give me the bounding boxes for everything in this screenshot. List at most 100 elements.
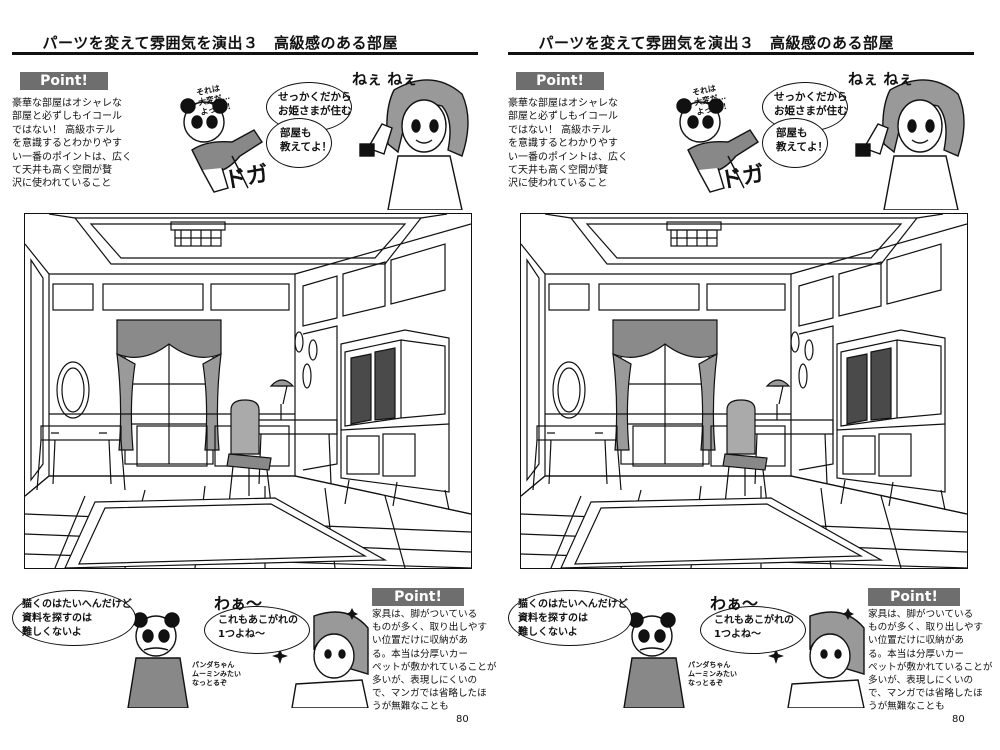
speech-line: 資料を探すのは — [518, 613, 588, 624]
panda-aside-bottom: パンダちゃん ムーミンみたい なっとるぞ — [688, 660, 737, 687]
speech-line: 資料を探すのは — [22, 613, 92, 624]
speech-line: これもあこがれの — [714, 615, 794, 626]
point-line: うが無難なことも — [372, 701, 449, 713]
point-line: ペットが敷かれていることが — [372, 661, 497, 673]
point-line: で、マンガでは省略したほ — [372, 688, 487, 700]
speech-text-bottom-right: これもあこがれの 1つよね～ — [714, 614, 794, 642]
point-badge-bottom: Point! — [372, 588, 464, 606]
point-line: 豪華な部屋はオシャレな — [12, 98, 122, 109]
point-body-bottom: 家具は、脚がついている ものが多く、取り出しやす い位置だけに収納があ る。本当… — [868, 608, 993, 714]
aside-line: パンダちゃん — [192, 660, 235, 669]
point-line: ものが多く、取り出しやす — [372, 622, 488, 634]
luxury-room-drawing — [25, 214, 471, 568]
page-title: パーツを変えて雰囲気を演出３ 高級感のある部屋 — [42, 34, 398, 52]
book-page-right: パーツを変えて雰囲気を演出３ 高級感のある部屋 Point! 豪華な部屋はオシャ… — [508, 0, 993, 750]
speech-line: 1つよね～ — [218, 629, 265, 640]
panda-character-icon — [127, 612, 189, 708]
aside-line: ムーミンみたい — [192, 669, 241, 678]
speech-bubble-bottom-left — [12, 590, 136, 646]
nene-shout: ねぇ ねぇ — [352, 70, 418, 88]
speech-text-bottom-left: 猫くのはたいへんだけど 資料を探すのは 難しくないよ — [518, 598, 628, 640]
panda-character-icon — [676, 98, 759, 193]
speech-line: お姫さまが住む — [774, 105, 848, 117]
panda-character-icon — [180, 98, 263, 193]
bottom-characters-art — [623, 608, 865, 708]
page-header: パーツを変えて雰囲気を演出３ 高級感のある部屋 — [12, 30, 478, 55]
chair-icon — [226, 399, 272, 505]
page-number: 80 — [952, 714, 965, 725]
point-body-top: 豪華な部屋はオシャレな 部屋と必ずしもイコール ではない！ 高級ホテル を意識す… — [12, 97, 136, 191]
point-line: る。本当は分厚いカー — [868, 648, 964, 660]
page-header: パーツを変えて雰囲気を演出３ 高級感のある部屋 — [508, 30, 974, 55]
girl-character-icon — [855, 79, 965, 210]
aside-line: ムーミンみたい — [688, 669, 737, 678]
point-line: て天井も高く空間が贅 — [508, 165, 608, 177]
point-line: 家具は、脚がついている — [868, 609, 974, 620]
glass-cabinet-icon — [836, 329, 946, 511]
speech-line: せっかくだから — [278, 91, 352, 103]
sparkle-icon — [272, 608, 358, 664]
aside-line: なっとるぞ — [688, 678, 723, 687]
book-page-left: パーツを変えて雰囲気を演出３ 高級感のある部屋 Point! 豪華な部屋はオシャ… — [12, 0, 497, 750]
speech-line: せっかくだから — [774, 91, 848, 103]
speech-text-top-right: せっかくだから お姫さまが住む — [278, 90, 352, 118]
point-line: ものが多く、取り出しやす — [868, 622, 984, 634]
point-line: を意識するとわかりやす — [508, 138, 618, 150]
point-line: 部屋と必ずしもイコール — [12, 111, 122, 123]
point-body-bottom: 家具は、脚がついている ものが多く、取り出しやす い位置だけに収納があ る。本当… — [372, 608, 497, 714]
point-badge-top: Point! — [20, 72, 108, 90]
point-line: ペットが敷かれていることが — [868, 661, 993, 673]
vanity-mirror-icon — [36, 361, 126, 491]
top-characters-art: ドガ — [676, 79, 965, 210]
header-rule — [508, 52, 974, 55]
bottom-characters-art — [127, 608, 369, 708]
chandelier-icon — [170, 221, 226, 247]
luxury-room-drawing — [521, 214, 967, 568]
chair-icon — [722, 399, 768, 505]
point-line: ではない！ 高級ホテル — [508, 124, 612, 136]
point-line: 沢に使われていること — [508, 178, 608, 190]
speech-line: 難しくないよ — [22, 627, 82, 638]
chandelier-icon — [666, 221, 722, 247]
speech-bubble-top-lower — [762, 118, 828, 168]
girl-character-icon — [359, 79, 469, 210]
speech-line: これもあこがれの — [218, 615, 298, 626]
speech-line: 1つよね～ — [714, 629, 761, 640]
point-line: 多いが、表現しにくいの — [372, 675, 478, 687]
point-line: 家具は、脚がついている — [372, 609, 478, 620]
aside-line: パンダちゃん — [688, 660, 731, 669]
point-line: うが無難なことも — [868, 701, 945, 713]
speech-bubble-bottom-right — [700, 606, 806, 654]
speech-text-top-lower: 部屋も 教えてよ！ — [776, 126, 828, 154]
nene-shout: ねぇ ねぇ — [848, 70, 914, 88]
speech-line: 教えてよ！ — [280, 141, 332, 153]
point-line: る。本当は分厚いカー — [372, 648, 468, 660]
point-line: い位置だけに収納があ — [868, 635, 964, 647]
sparkle-icon — [768, 608, 854, 664]
point-line: い位置だけに収納があ — [372, 635, 468, 647]
speech-line: 部屋も — [280, 127, 312, 139]
point-line: 多いが、表現しにくいの — [868, 675, 974, 687]
point-line: 沢に使われていること — [12, 178, 112, 190]
point-badge-bottom: Point! — [868, 588, 960, 606]
speech-bubble-bottom-right — [204, 606, 310, 654]
speech-line: 難しくないよ — [518, 627, 578, 638]
page-title: パーツを変えて雰囲気を演出３ 高級感のある部屋 — [538, 34, 894, 52]
waa-exclaim: わぁ～ — [710, 594, 759, 613]
girl-character-icon — [291, 611, 369, 708]
speech-line: 猫くのはたいへんだけど — [518, 599, 628, 610]
page-number: 80 — [456, 714, 469, 725]
speech-line: 教えてよ！ — [776, 141, 828, 153]
room-illustration — [520, 213, 968, 569]
vanity-mirror-icon — [532, 361, 622, 491]
point-line: を意識するとわかりやす — [12, 138, 122, 150]
speech-text-bottom-right: これもあこがれの 1つよね～ — [218, 614, 298, 642]
point-line: で、マンガでは省略したほ — [868, 688, 983, 700]
point-line: い一番のポイントは、広く — [12, 151, 132, 163]
panda-aside-bottom: パンダちゃん ムーミンみたい なっとるぞ — [192, 660, 241, 687]
glass-cabinet-icon — [340, 329, 450, 511]
room-illustration — [24, 213, 472, 569]
speech-text-top-right: せっかくだから お姫さまが住む — [774, 90, 848, 118]
top-characters-art: ドガ — [180, 79, 469, 210]
speech-bubble-bottom-left — [508, 590, 632, 646]
